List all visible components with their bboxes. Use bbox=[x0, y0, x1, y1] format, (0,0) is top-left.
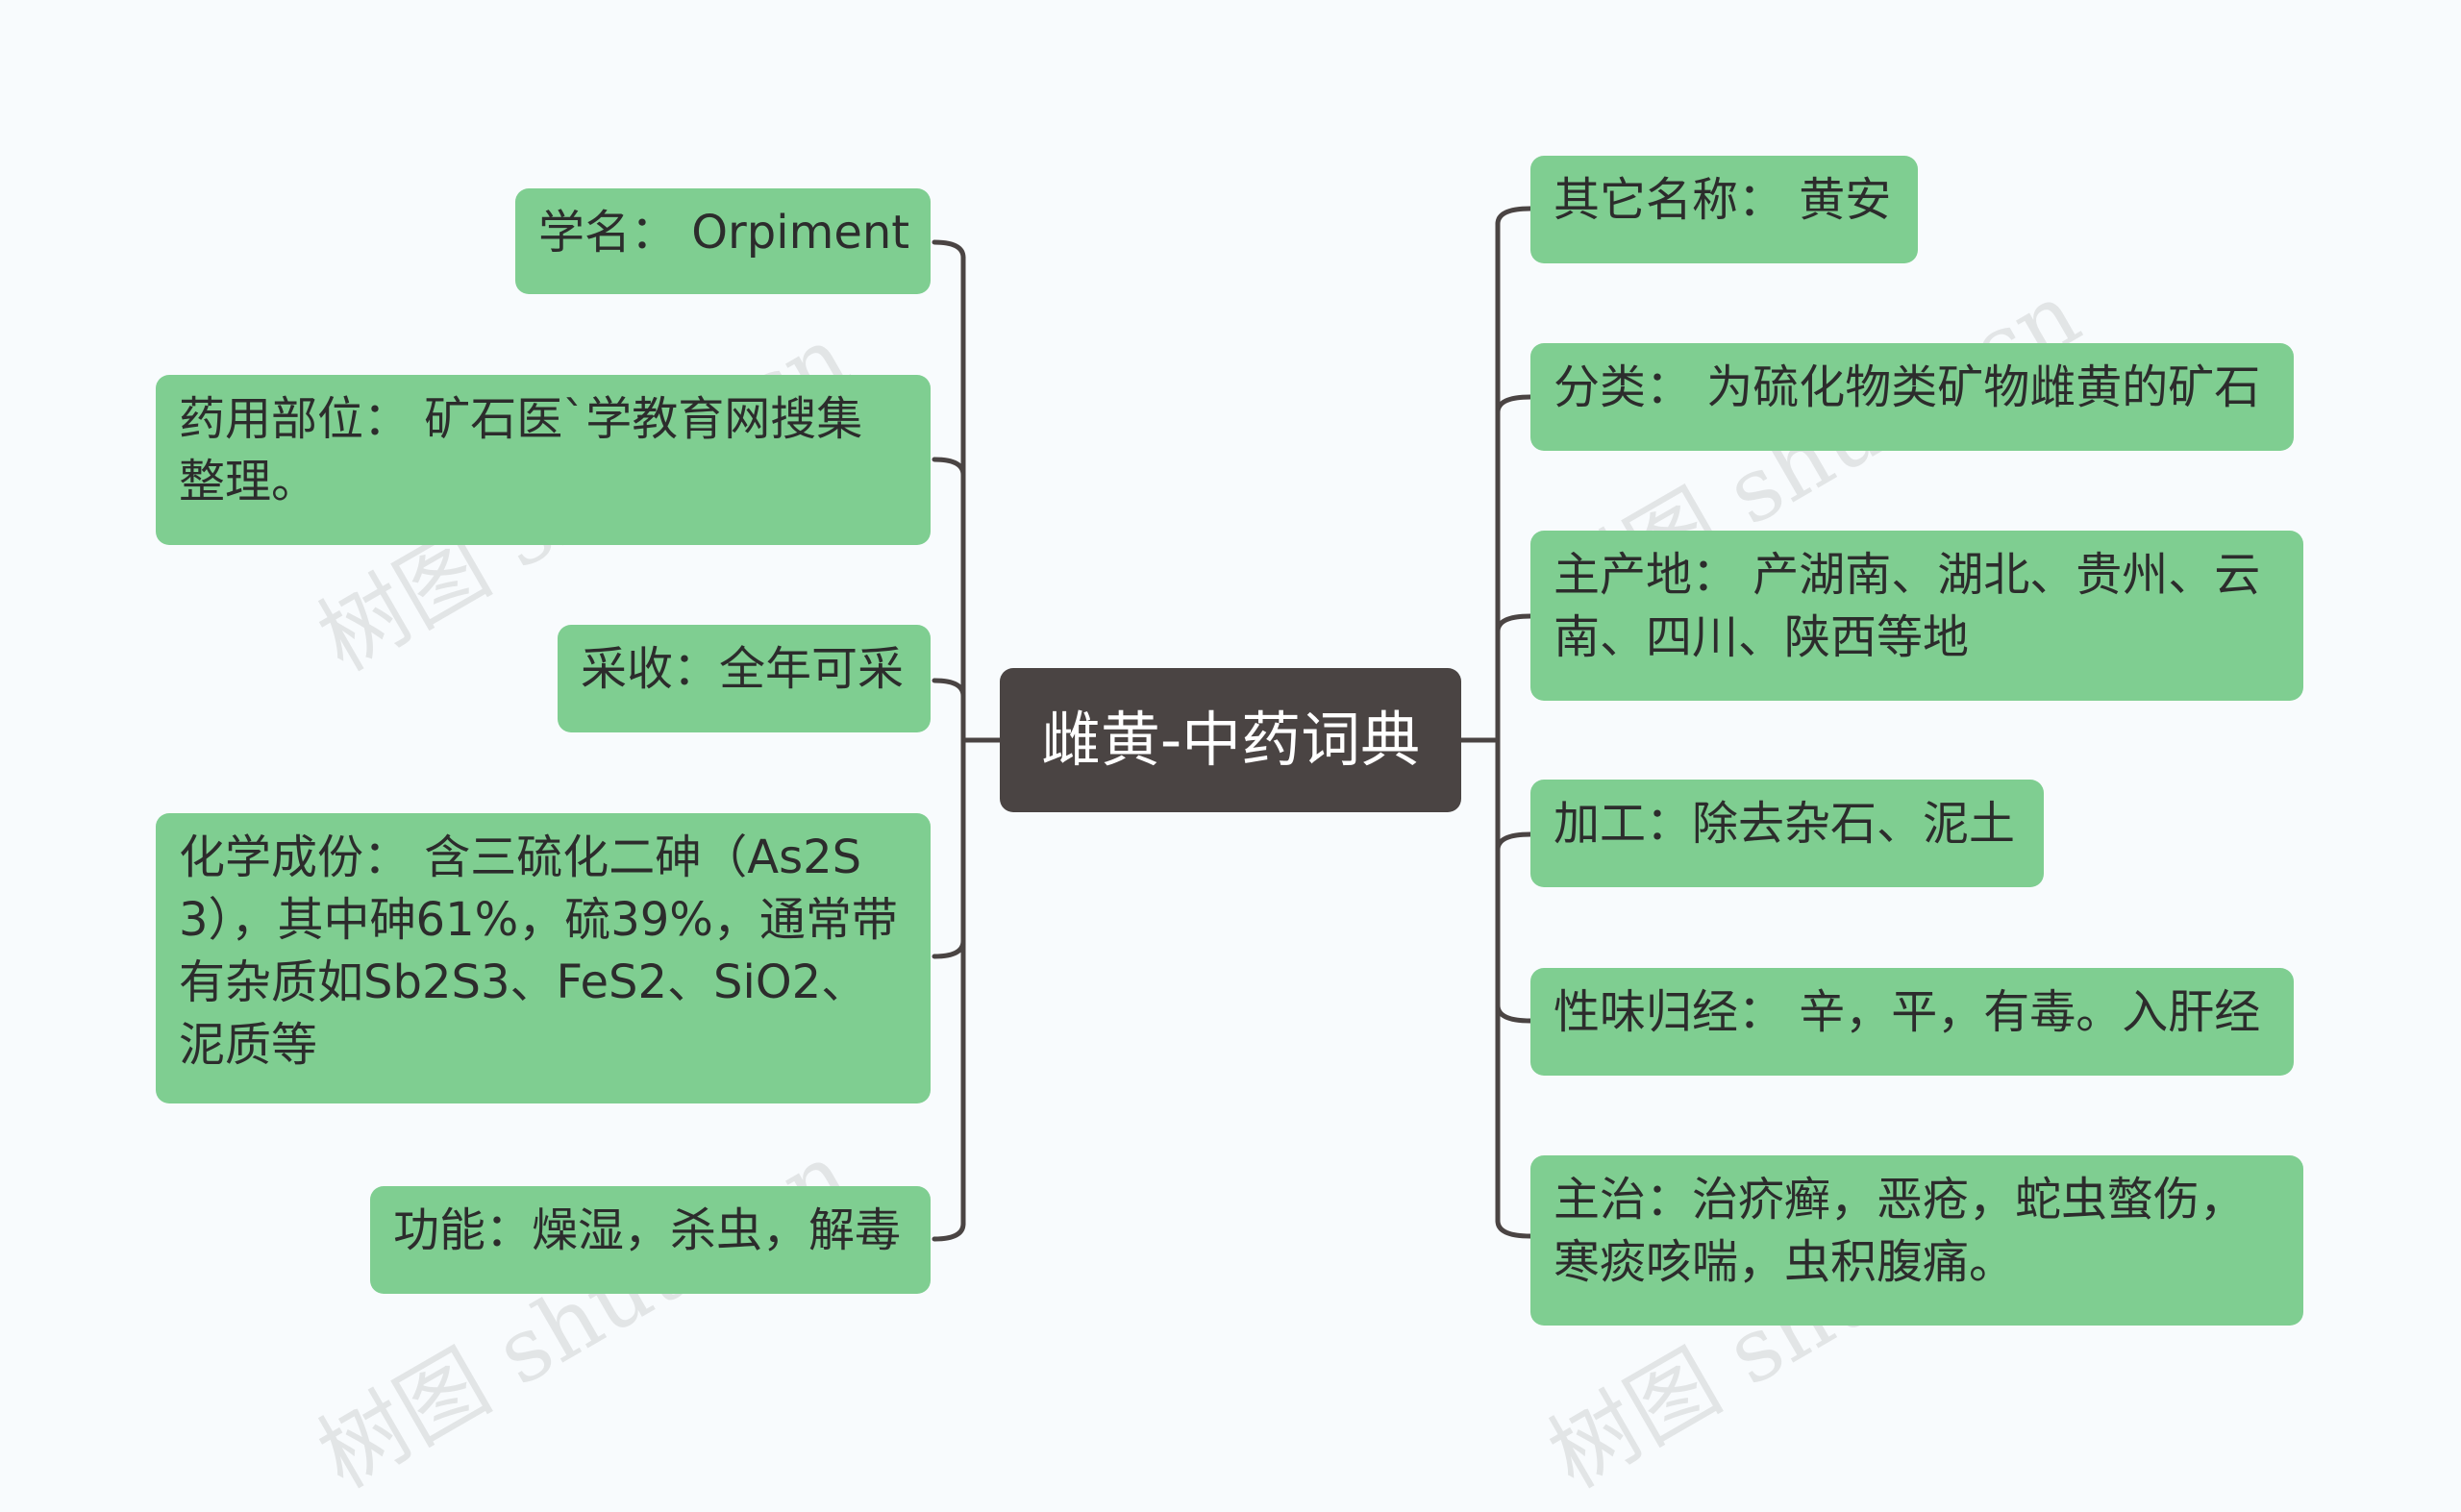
connector-right-5 bbox=[1495, 1003, 1533, 1024]
topic-chemical-composition[interactable]: 化学成份： 含三硫化二砷（As2S3），其中砷61%，硫39%，通常带有杂质如S… bbox=[156, 813, 931, 1103]
connector-left-1 bbox=[932, 239, 966, 260]
connector-left-2 bbox=[932, 457, 966, 478]
central-topic[interactable]: 雌黄-中药词典 bbox=[1000, 668, 1461, 812]
connector-left-4 bbox=[932, 938, 966, 959]
topic-medicinal-part[interactable]: 药用部位： 矿石医`学教育网搜集整理。 bbox=[156, 375, 931, 545]
topic-harvest[interactable]: 采收：全年可采 bbox=[558, 625, 931, 732]
topic-scientific-name[interactable]: 学名： Orpiment bbox=[515, 188, 931, 294]
topic-processing[interactable]: 加工：除去杂石、泥土 bbox=[1530, 780, 2044, 887]
topic-other-names[interactable]: 其它名称： 黄安 bbox=[1530, 156, 1918, 263]
topic-nature-meridian[interactable]: 性味归经： 辛，平，有毒。入肝经 bbox=[1530, 968, 2294, 1076]
connector-right-1 bbox=[1495, 206, 1533, 227]
topic-classification[interactable]: 分类： 为硫化物类矿物雌黄的矿石 bbox=[1530, 343, 2294, 451]
connector-left-5 bbox=[932, 1221, 966, 1242]
topic-indications[interactable]: 主治：治疥癣，恶疮，蛇虫螫伤，寒痰咳喘，虫积腹痛。 bbox=[1530, 1155, 2303, 1326]
connector-right-4 bbox=[1495, 831, 1533, 853]
connector-right-3 bbox=[1495, 613, 1533, 634]
connector-left-3 bbox=[932, 678, 966, 699]
topic-function[interactable]: 功能：燥湿，杀虫，解毒 bbox=[370, 1186, 931, 1294]
connector-right-2 bbox=[1495, 394, 1533, 415]
connector-right-6 bbox=[1495, 1218, 1533, 1239]
topic-origin[interactable]: 主产地： 产湖南、湖北、贵州、云南、四川、陕西等地 bbox=[1530, 531, 2303, 701]
